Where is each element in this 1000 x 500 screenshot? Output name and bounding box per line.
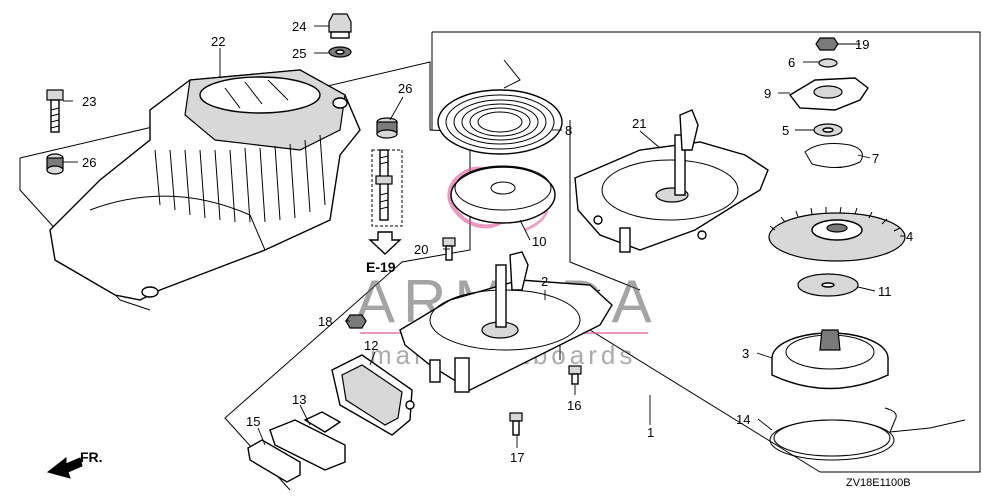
part-5-washer [813, 123, 843, 137]
callout-1: 1 [647, 425, 654, 440]
part-16-bolt [568, 365, 582, 385]
front-label: FR. [80, 449, 103, 465]
arrow-left-icon [46, 456, 83, 479]
part-18-nut [345, 314, 367, 329]
part-23-bolt [46, 89, 64, 133]
part-15-grip-insert [247, 439, 301, 483]
callout-24: 24 [292, 19, 306, 34]
callout-22: 22 [211, 34, 225, 49]
part-26-grommet-left [46, 153, 64, 175]
part-10-spring-case [450, 165, 556, 224]
leader-lines [63, 25, 905, 448]
callout-4: 4 [906, 229, 913, 244]
callout-2: 2 [541, 274, 548, 289]
callout-26-left: 26 [82, 155, 96, 170]
stud-bolt [375, 149, 393, 221]
front-direction-arrow: FR. [46, 449, 103, 479]
callout-14: 14 [736, 412, 750, 427]
callout-7: 7 [872, 151, 879, 166]
callout-15: 15 [246, 414, 260, 429]
part-12-grip-housing [331, 354, 415, 436]
part-2-starter-housing [399, 251, 613, 393]
part-3-starter-pulley [771, 329, 889, 390]
reference-arrow: E-19 [366, 149, 403, 275]
callout-11: 11 [878, 284, 892, 299]
part-14-starter-rope [769, 407, 966, 461]
part-11-friction-plate [797, 273, 859, 297]
callout-23: 23 [82, 94, 96, 109]
diagram-code: ZV18E1100B [846, 477, 911, 489]
part-25-washer [328, 46, 352, 58]
callout-18: 18 [318, 314, 332, 329]
callout-9: 9 [764, 86, 771, 101]
part-4-ratchet-gear [768, 206, 906, 262]
part-19-nut [815, 37, 839, 51]
part-9-friction-plate [788, 77, 869, 111]
callout-8: 8 [565, 123, 572, 138]
part-7-friction-spring [804, 143, 863, 168]
callout-17: 17 [510, 450, 524, 465]
callout-19: 19 [855, 37, 869, 52]
callout-20: 20 [414, 242, 428, 257]
callout-5: 5 [782, 123, 789, 138]
callout-6: 6 [788, 55, 795, 70]
callout-10: 10 [532, 234, 546, 249]
callouts: 22 23 26 24 25 26 21 8 10 20 19 6 9 5 7 … [82, 19, 913, 465]
callout-21: 21 [632, 116, 646, 131]
callout-25: 25 [292, 46, 306, 61]
part-22-starter-cover [49, 69, 361, 301]
callout-26-right: 26 [398, 81, 412, 96]
callout-12: 12 [364, 338, 378, 353]
part-26-grommet-right [376, 117, 398, 139]
part-13-starter-grip [269, 411, 346, 471]
reference-e19: E-19 [366, 259, 396, 275]
part-6-washer [818, 58, 838, 68]
part-21-starter-case [574, 109, 769, 253]
callout-13: 13 [292, 392, 306, 407]
callout-3: 3 [742, 346, 749, 361]
callout-16: 16 [567, 398, 581, 413]
part-20-bolt [442, 237, 456, 261]
part-8-recoil-spring [437, 59, 563, 155]
part-17-bolt [509, 412, 523, 436]
part-24-nut [328, 13, 352, 39]
